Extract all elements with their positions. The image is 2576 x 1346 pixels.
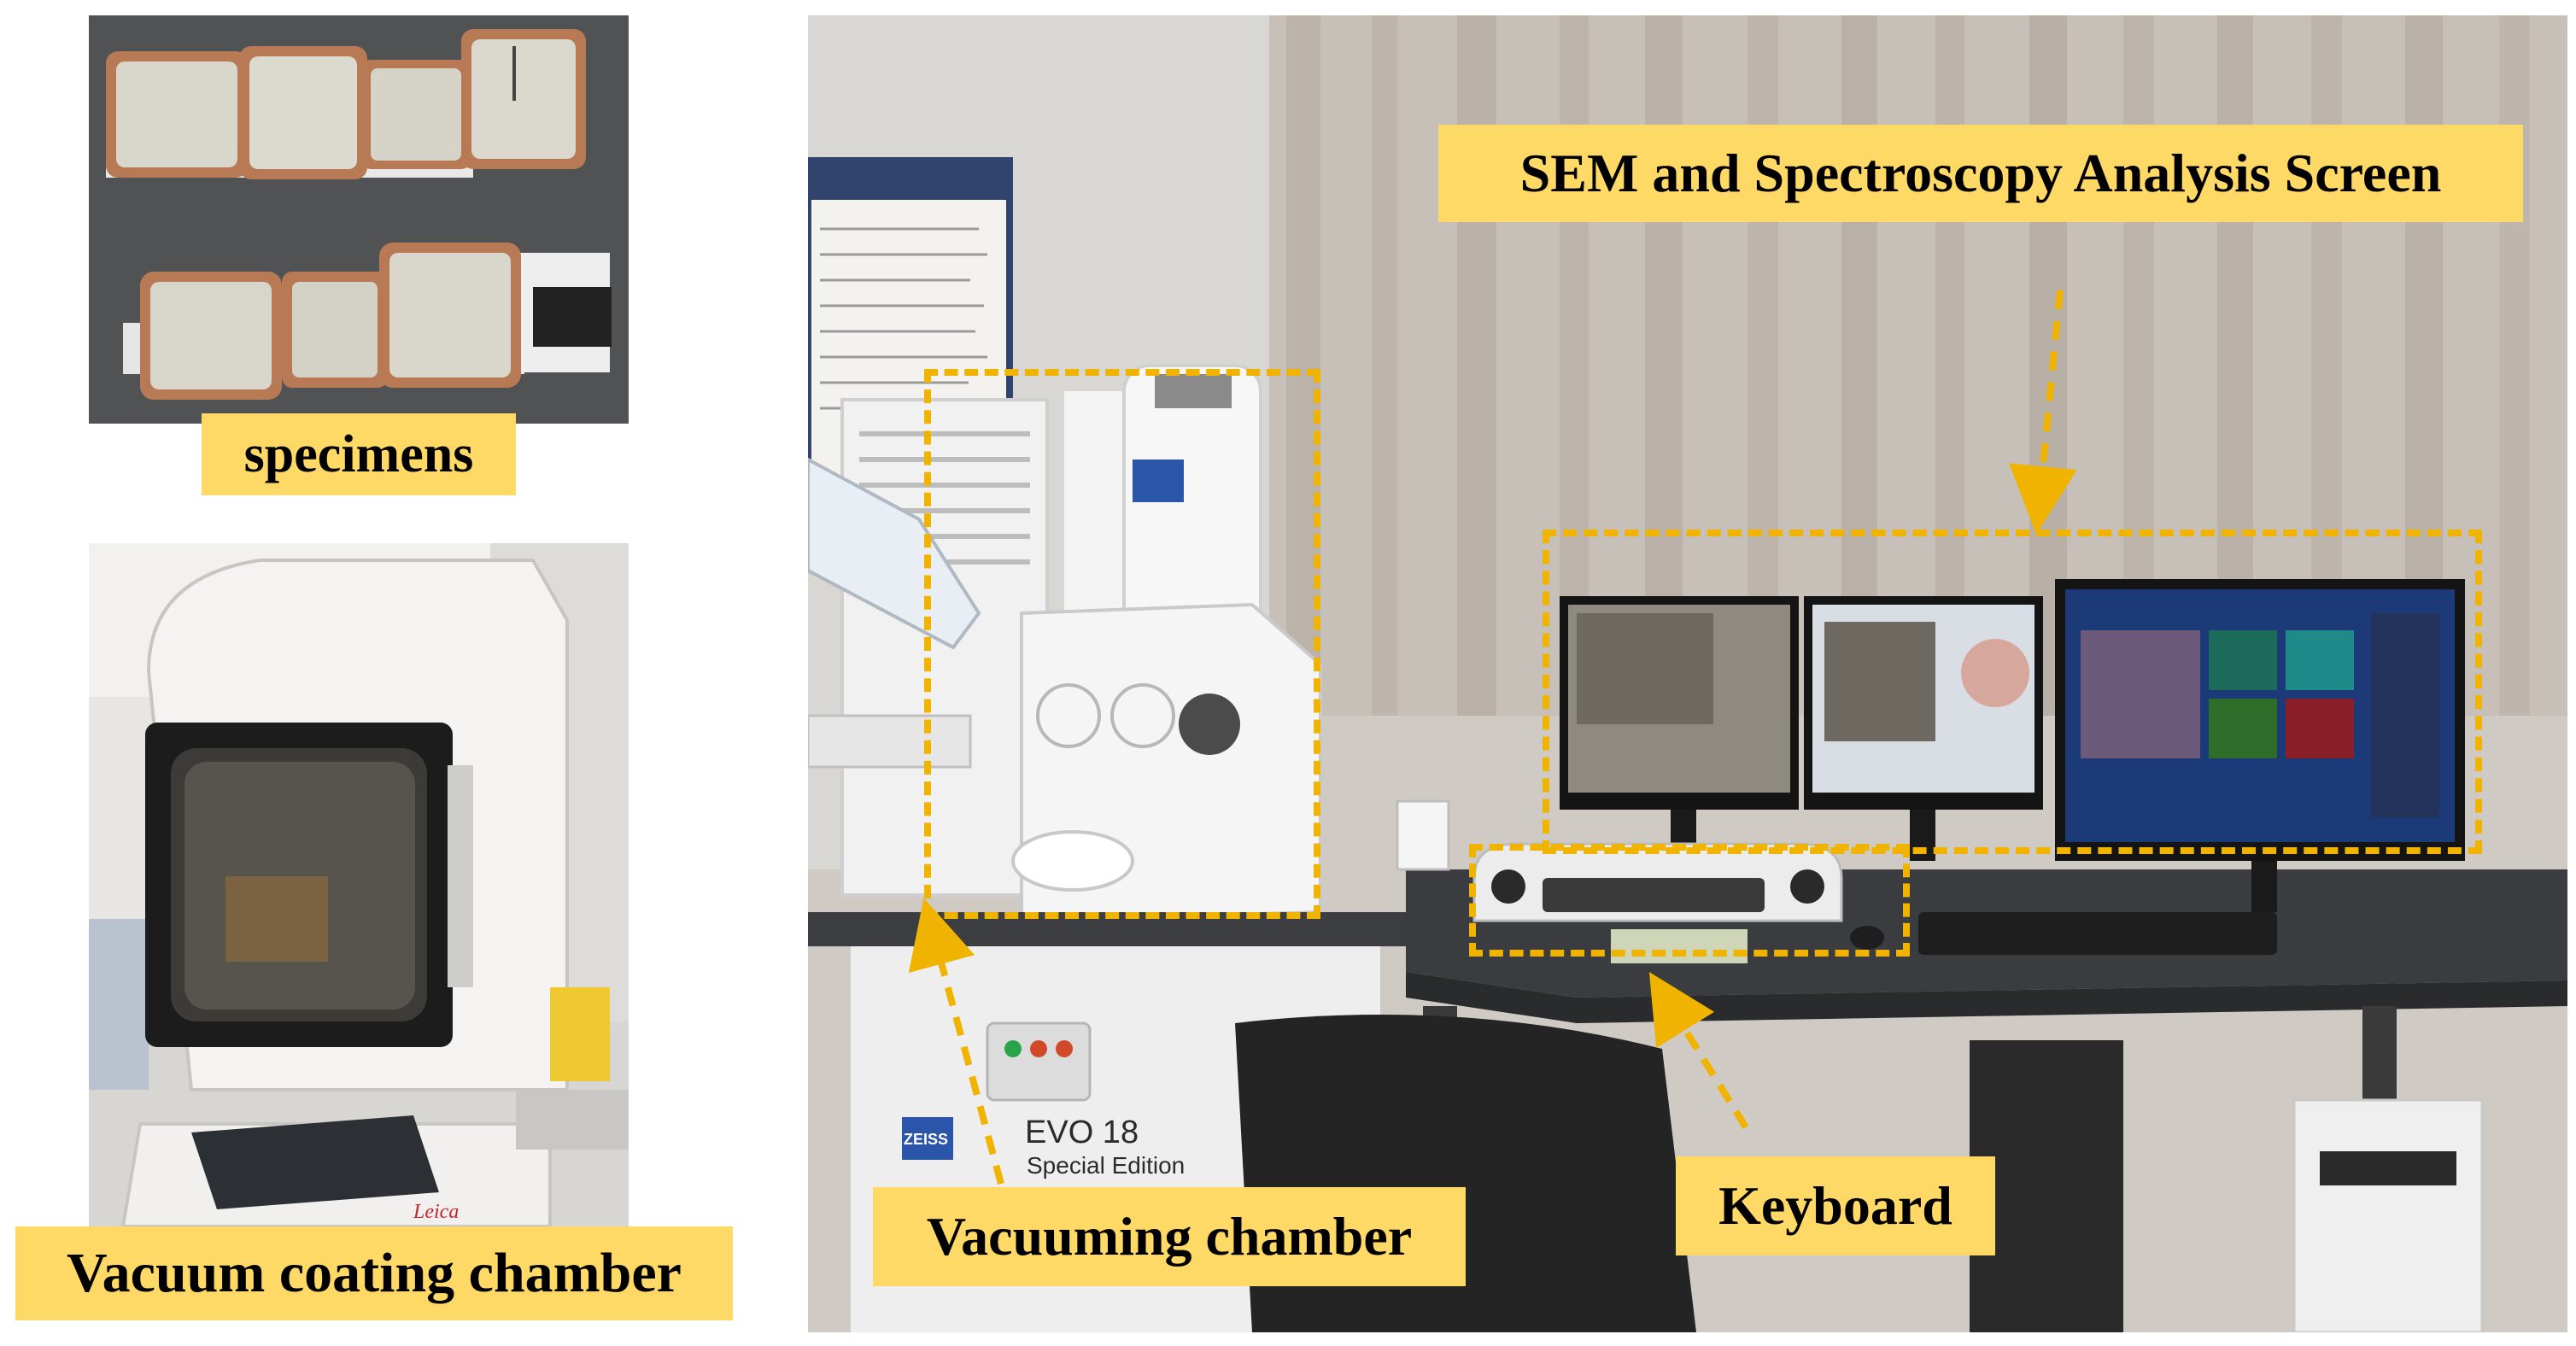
vacuuming-chamber-label: Vacuuming chamber — [873, 1187, 1466, 1286]
vacuuming-chamber-highlight — [924, 369, 1320, 919]
sem-screen-highlight — [1543, 530, 2482, 854]
zeiss-brand-text: ZEISS — [904, 1131, 948, 1148]
zeiss-column-logo — [1133, 459, 1184, 502]
vacuum-coating-chamber-label: Vacuum coating chamber — [15, 1226, 733, 1320]
leica-logo: Leica — [413, 1201, 459, 1223]
specimens-label: specimens — [202, 413, 516, 495]
keyboard-highlight — [1469, 844, 1910, 957]
specimens-photo — [89, 15, 629, 424]
evo-model-text: EVO 18 — [1025, 1115, 1139, 1150]
vacuum-coater-photo: Leica — [89, 543, 629, 1230]
evo-edition-text: Special Edition — [1027, 1152, 1185, 1179]
sem-spectroscopy-screen-label: SEM and Spectroscopy Analysis Screen — [1438, 125, 2523, 222]
keyboard-label: Keyboard — [1676, 1156, 1995, 1255]
specimen-upper-1 — [106, 51, 248, 178]
